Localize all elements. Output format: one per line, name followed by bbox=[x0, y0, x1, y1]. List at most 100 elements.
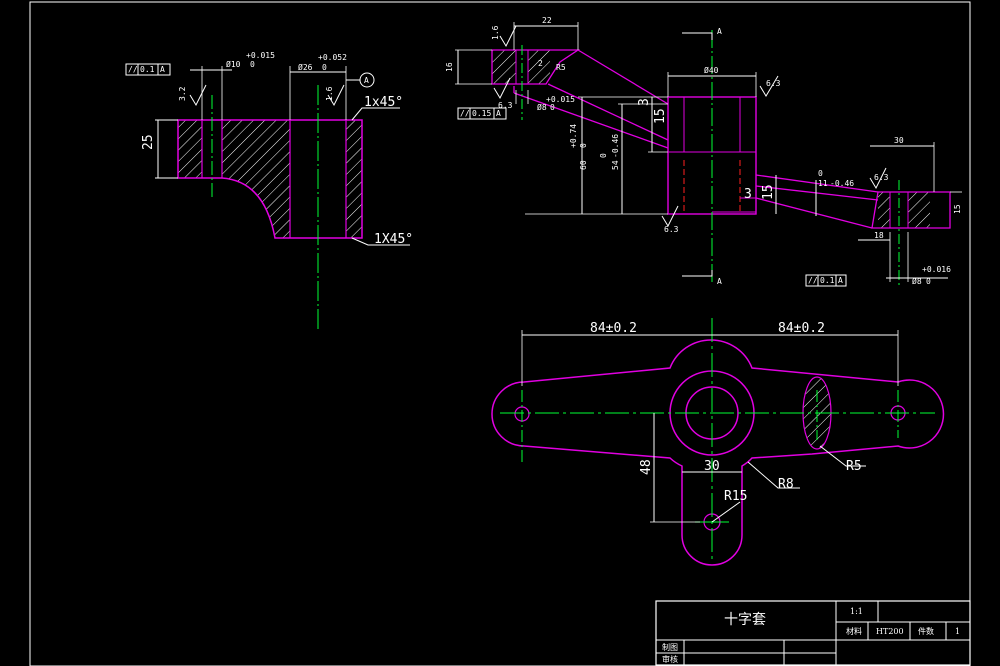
left-dia10-upper: +0.015 bbox=[246, 51, 275, 60]
view-section: A A 22 16 R5 2 1.6 6.3 // 0.15 A Ø8 +0.0… bbox=[445, 16, 879, 286]
fcf-symbol: // bbox=[460, 109, 470, 118]
r5-label: R5 bbox=[556, 63, 566, 72]
dim-3-top: 3 bbox=[637, 98, 652, 106]
left-dia10-lower: 0 bbox=[250, 60, 255, 69]
dim-54-zero: 0 bbox=[599, 153, 608, 158]
right-rough-value: 1.6 bbox=[325, 86, 334, 101]
fcf-datum: A bbox=[838, 276, 843, 285]
scale: 1:1 bbox=[850, 607, 863, 616]
dia8-upper: +0.015 bbox=[546, 95, 575, 104]
right-hatch bbox=[908, 192, 930, 228]
left-hatch-2 bbox=[222, 120, 290, 238]
rough-bottom-value: 6.3 bbox=[664, 225, 679, 234]
title-block: 十字套 1:1 材料 HT200 件数 1 制图 审核 bbox=[655, 600, 971, 666]
rough-top-value: 1.6 bbox=[491, 25, 500, 40]
dim-11-base: 11 bbox=[818, 179, 828, 188]
rib-line bbox=[547, 83, 669, 141]
left-height-dim: 25 bbox=[141, 134, 156, 150]
left-rough-value: 3.2 bbox=[178, 86, 187, 101]
right-rough-symbol bbox=[327, 84, 345, 107]
dia40: Ø40 bbox=[704, 65, 719, 75]
dim-074-base: 60 bbox=[579, 160, 588, 170]
dim-3-bottom: 3 bbox=[744, 187, 752, 202]
right-dia8-lower: 0 bbox=[926, 277, 931, 286]
r5-leader bbox=[819, 445, 866, 467]
left-fcf-symbol: // bbox=[128, 65, 138, 74]
fcf-value: 0.1 bbox=[820, 276, 835, 285]
left-dia10: Ø10 bbox=[226, 59, 241, 69]
rough-bottom bbox=[661, 205, 679, 228]
fcf-symbol: // bbox=[808, 276, 818, 285]
right-dia8: Ø8 bbox=[912, 276, 922, 286]
plan-r8: R8 bbox=[778, 477, 794, 492]
dim-16: 16 bbox=[445, 62, 454, 72]
right-hatch bbox=[878, 192, 890, 228]
right-dim-18: 18 bbox=[874, 231, 884, 240]
plan-dim-48: 48 bbox=[639, 459, 654, 475]
part-name: 十字套 bbox=[724, 612, 766, 628]
drawing-frame bbox=[29, 1, 971, 666]
material: HT200 bbox=[876, 627, 904, 636]
chamfer-bottom: 1X45° bbox=[374, 232, 413, 247]
view-right: 30 6.3 18 15 // 0.1 A Ø8 +0.016 0 bbox=[805, 136, 962, 287]
right-dim-15: 15 bbox=[953, 204, 962, 214]
section-marker-bottom bbox=[682, 270, 713, 277]
left-fcf bbox=[125, 63, 171, 76]
rib-line bbox=[513, 92, 669, 149]
checked-label: 审核 bbox=[662, 654, 678, 664]
left-dia26-lower: 0 bbox=[322, 63, 327, 72]
dim-074-lower: 0 bbox=[579, 143, 588, 148]
r15-leader bbox=[711, 501, 741, 523]
dim-22: 22 bbox=[542, 16, 552, 25]
r8-leader bbox=[747, 461, 800, 489]
drawing-no-label: 件数 bbox=[918, 626, 934, 636]
plan-r5: R5 bbox=[846, 459, 862, 474]
view-plan: 84±0.2 84±0.2 48 30 R8 R5 R15 bbox=[491, 318, 945, 566]
rib-line bbox=[577, 49, 669, 105]
plan-outline bbox=[491, 339, 945, 566]
left-rough-symbol bbox=[189, 84, 207, 107]
section-label-bottom: A bbox=[717, 277, 722, 286]
rough-left-bottom bbox=[493, 77, 511, 100]
plan-r15: R15 bbox=[724, 489, 747, 504]
dim-15-top: 15 bbox=[653, 108, 668, 124]
arm-hatch bbox=[528, 50, 550, 84]
quantity: 1 bbox=[955, 627, 960, 636]
rough-right-value: 6.3 bbox=[766, 79, 781, 88]
datum-a-symbol bbox=[359, 72, 375, 88]
rough-top bbox=[499, 25, 517, 48]
dim-11-zero: 0 bbox=[818, 169, 823, 178]
section-marker-top bbox=[682, 32, 713, 40]
plan-dim-30: 30 bbox=[704, 459, 720, 474]
plan-dim-right: 84±0.2 bbox=[778, 321, 825, 336]
fcf-datum: A bbox=[496, 109, 501, 118]
left-hatch-3 bbox=[346, 120, 362, 238]
left-fcf-value: 0.1 bbox=[140, 65, 155, 74]
dia8-lower: 0 bbox=[550, 103, 555, 112]
drawn-label: 制图 bbox=[662, 642, 678, 652]
section-label-top: A bbox=[717, 27, 722, 36]
right-dim-30: 30 bbox=[894, 136, 904, 145]
dim-2: 2 bbox=[538, 59, 543, 68]
right-rough bbox=[869, 167, 887, 190]
chamfer-bottom-leader bbox=[351, 237, 410, 246]
fcf-value: 0.15 bbox=[472, 109, 491, 118]
dim-54-tol: -0.46 bbox=[611, 134, 620, 158]
dim-54-base: 54 bbox=[611, 160, 620, 170]
right-dia8-upper: +0.016 bbox=[922, 265, 951, 274]
dim-11-tol: -0.46 bbox=[830, 179, 854, 188]
arm-hatch bbox=[492, 50, 516, 84]
dia8: Ø8 bbox=[537, 102, 547, 112]
left-fcf-datum: A bbox=[160, 65, 165, 74]
dim-15-bottom: 15 bbox=[761, 184, 776, 200]
right-rough-value: 6.3 bbox=[874, 173, 889, 182]
rib-line-right bbox=[755, 197, 873, 229]
right-fcf bbox=[805, 274, 847, 287]
left-hatch-1 bbox=[178, 120, 202, 178]
datum-a-label: A bbox=[364, 76, 369, 85]
arm-outline bbox=[491, 49, 581, 85]
view-left: 25 Ø10 +0.015 0 Ø26 +0.052 0 A // 0.1 A … bbox=[125, 51, 413, 330]
section-fcf bbox=[457, 107, 507, 120]
rough-right bbox=[759, 75, 779, 97]
